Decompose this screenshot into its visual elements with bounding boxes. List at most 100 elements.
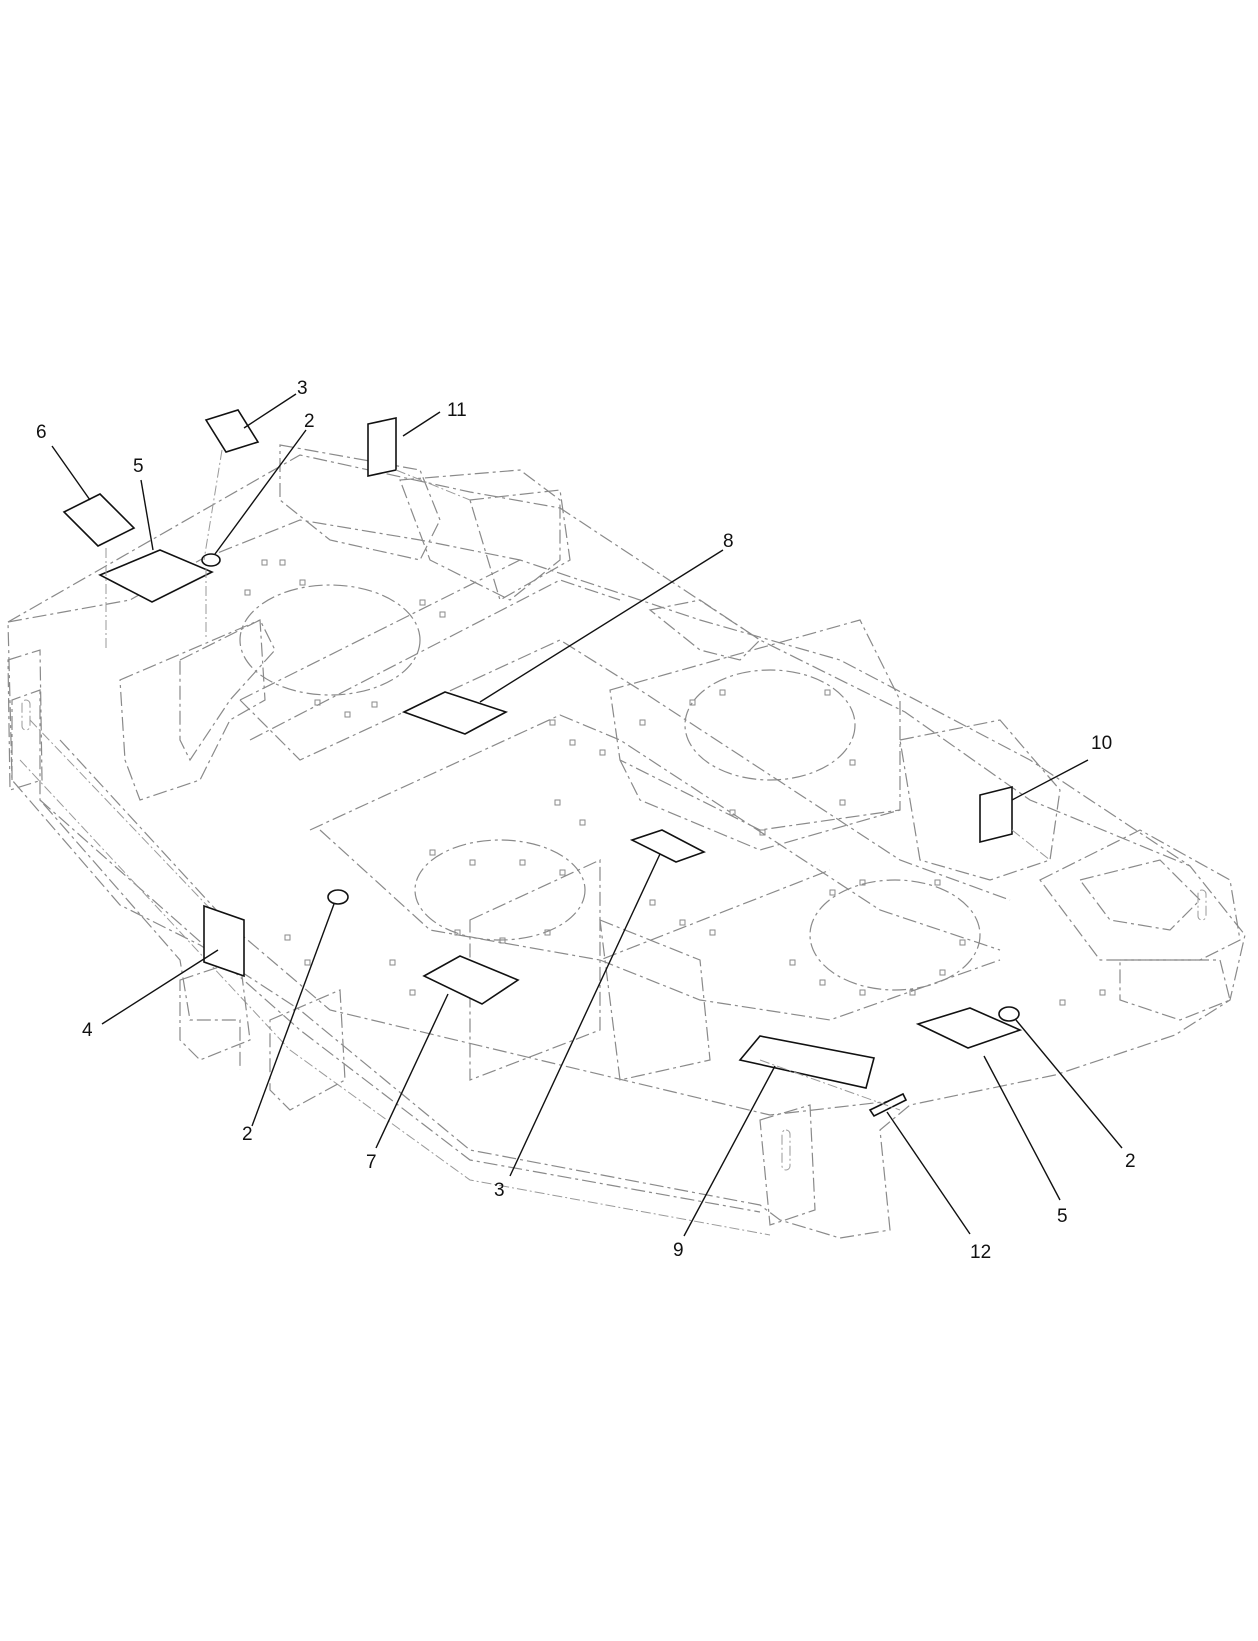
leader-9 [683,1065,776,1237]
decal-3-lower [629,829,706,863]
mounting-hole [579,819,586,826]
mounting-hole [959,939,966,946]
callout-2-mid: 2 [242,1124,253,1145]
callout-8: 8 [723,531,734,552]
mounting-hole [839,799,846,806]
leader-8 [479,549,724,703]
mounting-hole [829,889,836,896]
alignment-lines [105,449,1051,1111]
mounting-hole [279,559,286,566]
leader-2-mid [251,903,335,1127]
mounting-hole [719,689,726,696]
mounting-hole [849,759,856,766]
callout-2-lower: 2 [1125,1151,1136,1172]
decal-parts [62,409,1023,1118]
leader-5-top [140,479,154,551]
decal-7 [422,955,520,1005]
mounting-hole [419,599,426,606]
decal-6 [62,493,136,547]
mounting-hole [549,719,556,726]
callout-12: 12 [970,1242,991,1263]
leader-10 [1011,759,1089,801]
decal-11 [367,417,397,477]
mounting-hole [409,989,416,996]
mounting-hole [284,934,291,941]
mounting-hole [304,959,311,966]
ring-2-mid [327,889,349,905]
mounting-hole [554,799,561,806]
mounting-hole [939,969,946,976]
decal-5-lower [915,1007,1023,1049]
mounting-hole [599,749,606,756]
mounting-hole [909,989,916,996]
mounting-hole [244,589,251,596]
mounting-hole [934,879,941,886]
leader-3-lower [509,853,661,1177]
mounting-hole [859,879,866,886]
spindle-openings [239,584,981,991]
mower-deck-outline [7,444,1246,1239]
leader-11 [402,411,441,437]
callout-3-top: 3 [297,378,308,399]
mounting-hole [819,979,826,986]
leader-lines [51,393,1123,1237]
decal-4 [203,904,245,978]
mounting-hole [439,611,446,618]
mounting-hole [649,899,656,906]
leader-4 [101,949,219,1025]
mounting-hole [679,919,686,926]
callout-5-top: 5 [133,456,144,477]
mounting-hole [499,937,506,944]
leader-5-lower [983,1055,1061,1201]
decal-9 [738,1035,875,1089]
mounting-hole [299,579,306,586]
decal-5-top [98,549,214,603]
decal-8 [401,691,509,735]
callout-2-top: 2 [304,411,315,432]
ring-2-top [201,553,221,567]
mounting-hole [789,959,796,966]
callout-5-lower: 5 [1057,1206,1068,1227]
decal-3-top [204,409,260,453]
mounting-hole [759,829,766,836]
callout-labels: 6 5 3 2 11 8 10 4 2 7 3 9 12 5 2 [36,378,1136,1263]
mounting-hole [1059,999,1066,1006]
mounting-hole [709,929,716,936]
mounting-hole [519,859,526,866]
mounting-hole [389,959,396,966]
leader-2-top [214,429,307,555]
mounting-hole [261,559,268,566]
leader-7 [375,993,449,1149]
mounting-hole [689,699,696,706]
decal-10 [979,785,1013,844]
mounting-hole [469,859,476,866]
callout-9: 9 [673,1240,684,1261]
mounting-hole [824,689,831,696]
mounting-hole [639,719,646,726]
mounting-hole [454,929,461,936]
mounting-hole [859,989,866,996]
leader-3-top [243,393,297,429]
callout-6: 6 [36,422,47,443]
callout-4: 4 [82,1020,93,1041]
mounting-hole [371,701,378,708]
leader-2-lower [1015,1019,1123,1149]
callout-10: 10 [1091,733,1112,754]
mounting-hole [559,869,566,876]
mounting-hole [544,929,551,936]
mounting-hole [1099,989,1106,996]
mounting-hole [429,849,436,856]
decal-12 [868,1092,908,1118]
leader-12 [886,1111,971,1235]
callout-7: 7 [366,1152,377,1173]
mounting-hole [344,711,351,718]
mounting-hole [314,699,321,706]
leader-6 [51,445,91,501]
callout-11: 11 [447,400,467,421]
callout-3-lower: 3 [494,1180,505,1201]
mounting-hole [569,739,576,746]
mounting-holes [244,559,1106,1006]
mounting-hole [729,809,736,816]
ring-2-lower [998,1006,1020,1022]
